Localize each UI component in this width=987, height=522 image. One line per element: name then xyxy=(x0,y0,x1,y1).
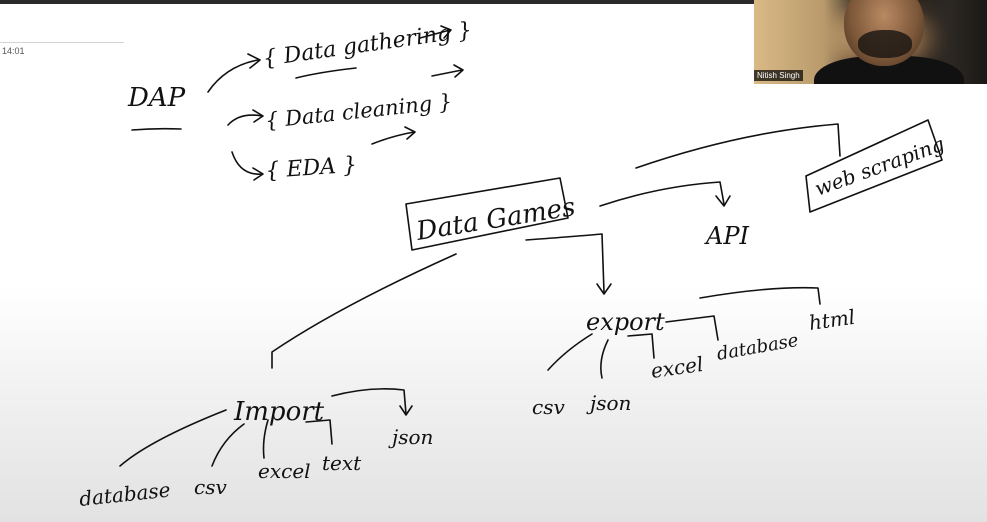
import-to-csv xyxy=(211,423,245,467)
step-data-cleaning: { Data cleaning } xyxy=(264,89,453,132)
arrow-gathering-right xyxy=(419,25,452,39)
import-item-csv: csv xyxy=(194,475,227,499)
export-item-html: html xyxy=(807,305,856,335)
export-item-database: database xyxy=(715,330,800,365)
export-item-csv: csv xyxy=(532,395,565,419)
arrow-eda-right xyxy=(371,126,416,145)
line-to-import xyxy=(271,253,457,369)
import-to-text xyxy=(305,419,333,445)
gathering-underline xyxy=(295,67,357,79)
import-to-database xyxy=(119,409,227,467)
arrow-to-cleaning xyxy=(227,114,263,126)
export-item-excel: excel xyxy=(649,352,704,383)
arrow-to-gathering xyxy=(207,59,259,93)
export-label: export xyxy=(586,308,665,336)
root-box xyxy=(405,177,569,251)
dap-underline xyxy=(131,127,182,131)
presenter-beard xyxy=(858,30,912,58)
import-item-database: database xyxy=(78,478,172,511)
top-bar xyxy=(0,0,754,4)
line-to-export xyxy=(525,233,605,293)
import-item-excel: excel xyxy=(258,459,311,483)
export-to-database xyxy=(665,315,719,341)
line-to-api xyxy=(599,181,725,207)
timestamp: 14:01 xyxy=(2,46,25,56)
participant-name-tag: Nitish Singh xyxy=(754,70,803,81)
export-to-json xyxy=(600,339,609,379)
export-to-excel xyxy=(627,333,655,359)
api-label: API xyxy=(704,222,749,250)
step-eda: { EDA } xyxy=(265,153,358,184)
arrow-cleaning-right xyxy=(431,64,464,78)
dap-label: DAP xyxy=(127,83,186,113)
arrow-head xyxy=(596,283,612,295)
import-item-json: json xyxy=(388,425,433,449)
export-item-json: json xyxy=(586,391,631,415)
line-to-html xyxy=(699,286,821,305)
import-label: Import xyxy=(233,397,325,427)
timestamp-divider xyxy=(0,42,124,43)
line-to-webscraping xyxy=(635,123,841,169)
arrow-head xyxy=(252,109,264,123)
webcam-feed: Nitish Singh xyxy=(754,0,987,84)
import-item-text: text xyxy=(322,451,362,475)
arrow-head xyxy=(247,53,261,69)
arrow-to-eda xyxy=(231,151,263,175)
export-to-csv xyxy=(547,333,593,371)
import-to-json-arrow xyxy=(331,388,413,416)
root-label: Data Games xyxy=(413,192,577,247)
arrow-head xyxy=(715,195,731,207)
arrow-head xyxy=(252,167,264,181)
import-to-excel xyxy=(262,419,269,459)
webscraping-box xyxy=(805,119,943,213)
